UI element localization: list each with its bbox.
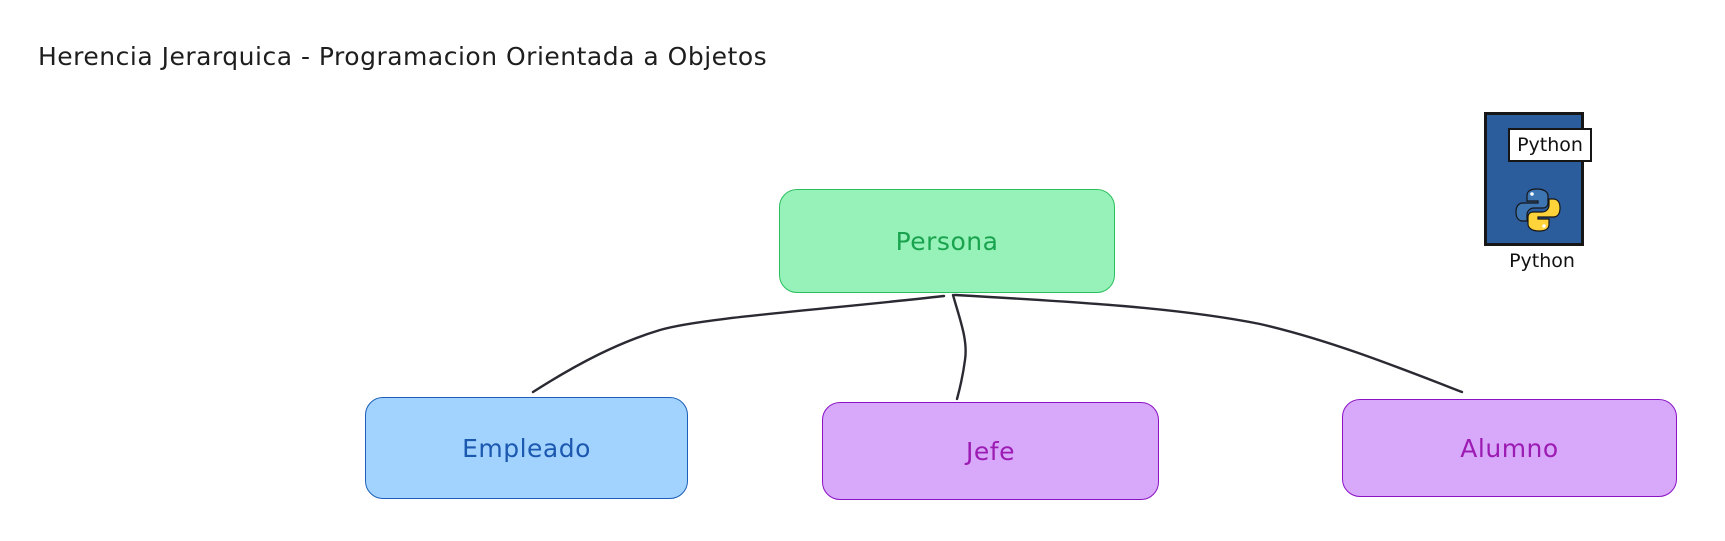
class-node-empleado-label: Empleado <box>462 433 591 463</box>
class-node-alumno-label: Alumno <box>1460 433 1559 463</box>
edge-persona-alumno <box>953 293 1464 394</box>
class-node-jefe-label: Jefe <box>966 436 1015 466</box>
python-book-tag-label: Python <box>1517 134 1583 156</box>
python-logo-icon <box>1515 188 1561 232</box>
class-node-persona[interactable]: Persona <box>779 189 1115 293</box>
diagram-title: Herencia Jerarquica - Programacion Orien… <box>38 42 768 71</box>
class-node-empleado[interactable]: Empleado <box>365 397 688 499</box>
edge-persona-jefe <box>951 293 967 401</box>
class-node-persona-label: Persona <box>895 226 999 256</box>
python-book-tag: Python <box>1508 128 1592 162</box>
class-node-alumno[interactable]: Alumno <box>1342 399 1677 497</box>
class-node-jefe[interactable]: Jefe <box>822 402 1159 500</box>
edge-persona-empleado <box>531 294 946 394</box>
python-icon-caption: Python <box>1509 250 1575 272</box>
